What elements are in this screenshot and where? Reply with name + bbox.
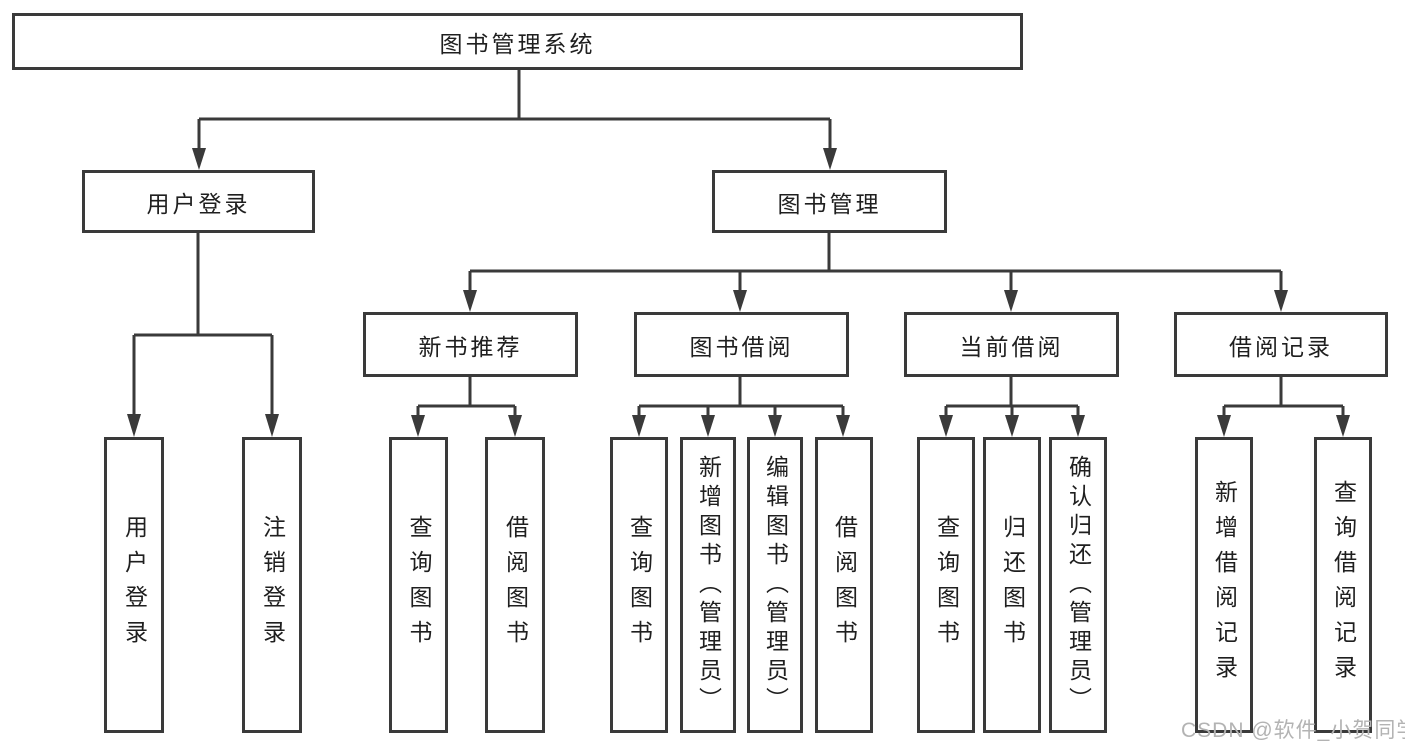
node-label: 用户登录 xyxy=(121,515,148,655)
node-label: 注销登录 xyxy=(259,515,286,655)
node-label: 用户登录 xyxy=(146,190,251,217)
node-leaf-edit-book-admin: 编辑图书（管理员） xyxy=(747,437,803,733)
node-label: 新书推荐 xyxy=(418,333,523,360)
node-label: 编辑图书（管理员） xyxy=(762,454,789,716)
node-label: 新增借阅记录 xyxy=(1211,480,1238,690)
node-leaf-logout: 注销登录 xyxy=(242,437,302,733)
node-label: 图书管理 xyxy=(777,190,882,217)
node-label: 新增图书（管理员） xyxy=(695,454,722,716)
node-new-book-recommend: 新书推荐 xyxy=(363,312,578,377)
node-label: 借阅图书 xyxy=(502,515,529,655)
node-label: 图书管理系统 xyxy=(439,30,596,57)
node-book-borrow: 图书借阅 xyxy=(634,312,849,377)
node-leaf-user-login: 用户登录 xyxy=(104,437,164,733)
node-leaf-confirm-return-admin: 确认归还（管理员） xyxy=(1049,437,1107,733)
node-leaf-borrow-book: 借阅图书 xyxy=(815,437,873,733)
node-label: 查询借阅记录 xyxy=(1330,480,1357,690)
node-label: 当前借阅 xyxy=(959,333,1064,360)
node-label: 查询图书 xyxy=(626,515,653,655)
node-label: 借阅记录 xyxy=(1229,333,1333,360)
node-leaf-query-books-borrow: 查询图书 xyxy=(610,437,668,733)
node-user-login: 用户登录 xyxy=(82,170,315,233)
node-leaf-return-book: 归还图书 xyxy=(983,437,1041,733)
node-label: 归还图书 xyxy=(999,515,1026,655)
arrowhead-icons xyxy=(127,148,1350,437)
node-leaf-add-borrow-record: 新增借阅记录 xyxy=(1195,437,1253,733)
node-label: 查询图书 xyxy=(933,515,960,655)
node-leaf-query-books-current: 查询图书 xyxy=(917,437,975,733)
node-root-library-system: 图书管理系统 xyxy=(12,13,1023,70)
node-leaf-borrow-books-recommend: 借阅图书 xyxy=(485,437,545,733)
node-label: 确认归还（管理员） xyxy=(1065,454,1092,716)
node-leaf-query-books-recommend: 查询图书 xyxy=(389,437,448,733)
node-label: 图书借阅 xyxy=(689,333,794,360)
node-borrow-records: 借阅记录 xyxy=(1174,312,1388,377)
node-current-borrow: 当前借阅 xyxy=(904,312,1119,377)
node-label: 查询图书 xyxy=(406,515,432,655)
node-label: 借阅图书 xyxy=(831,515,858,655)
node-book-management: 图书管理 xyxy=(712,170,947,233)
node-leaf-query-borrow-record: 查询借阅记录 xyxy=(1314,437,1372,733)
csdn-watermark: CSDN @软件_小贺同学 xyxy=(1181,719,1405,742)
node-leaf-add-book-admin: 新增图书（管理员） xyxy=(680,437,736,733)
